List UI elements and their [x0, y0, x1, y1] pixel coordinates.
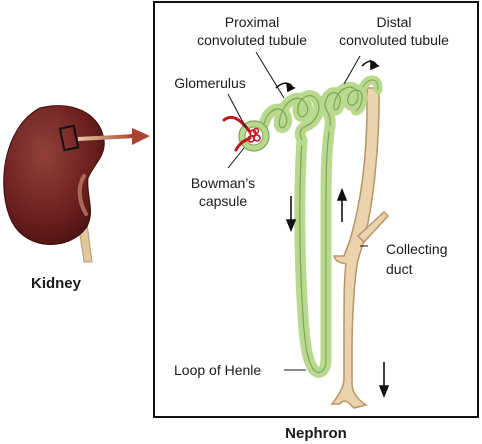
- kidney-to-nephron-arrow: [77, 134, 135, 141]
- bowmans-label-line2: capsule: [199, 193, 247, 209]
- arrow-head: [132, 128, 150, 145]
- kidney-label: Kidney: [31, 275, 82, 292]
- bowmans-label-line1: Bowman’s: [191, 175, 255, 191]
- loop-of-henle-label: Loop of Henle: [174, 362, 261, 378]
- collecting-label-line2: duct: [386, 261, 413, 277]
- distal-convoluted-tubule: [319, 81, 368, 132]
- glomerulus: [222, 115, 261, 152]
- proximal-label-line2: convoluted tubule: [197, 32, 307, 48]
- glomerulus-label: Glomerulus: [174, 75, 246, 91]
- kidney-illustration: [3, 105, 105, 263]
- loop-of-henle: [294, 120, 336, 378]
- collecting-duct: [330, 87, 390, 409]
- distal-label-line1: Distal: [376, 14, 411, 30]
- distal-label-line2: convoluted tubule: [339, 32, 449, 48]
- proximal-convoluted-tubule: [258, 90, 325, 146]
- flow-arrows: [275, 59, 390, 399]
- nephron-label: Nephron: [285, 425, 347, 442]
- collecting-label-line1: Collecting: [386, 241, 447, 257]
- kidney-selection-box: [58, 124, 80, 152]
- proximal-label-line1: Proximal: [225, 14, 279, 30]
- leader-lines: [227, 51, 368, 371]
- nephron-frame: [153, 1, 479, 418]
